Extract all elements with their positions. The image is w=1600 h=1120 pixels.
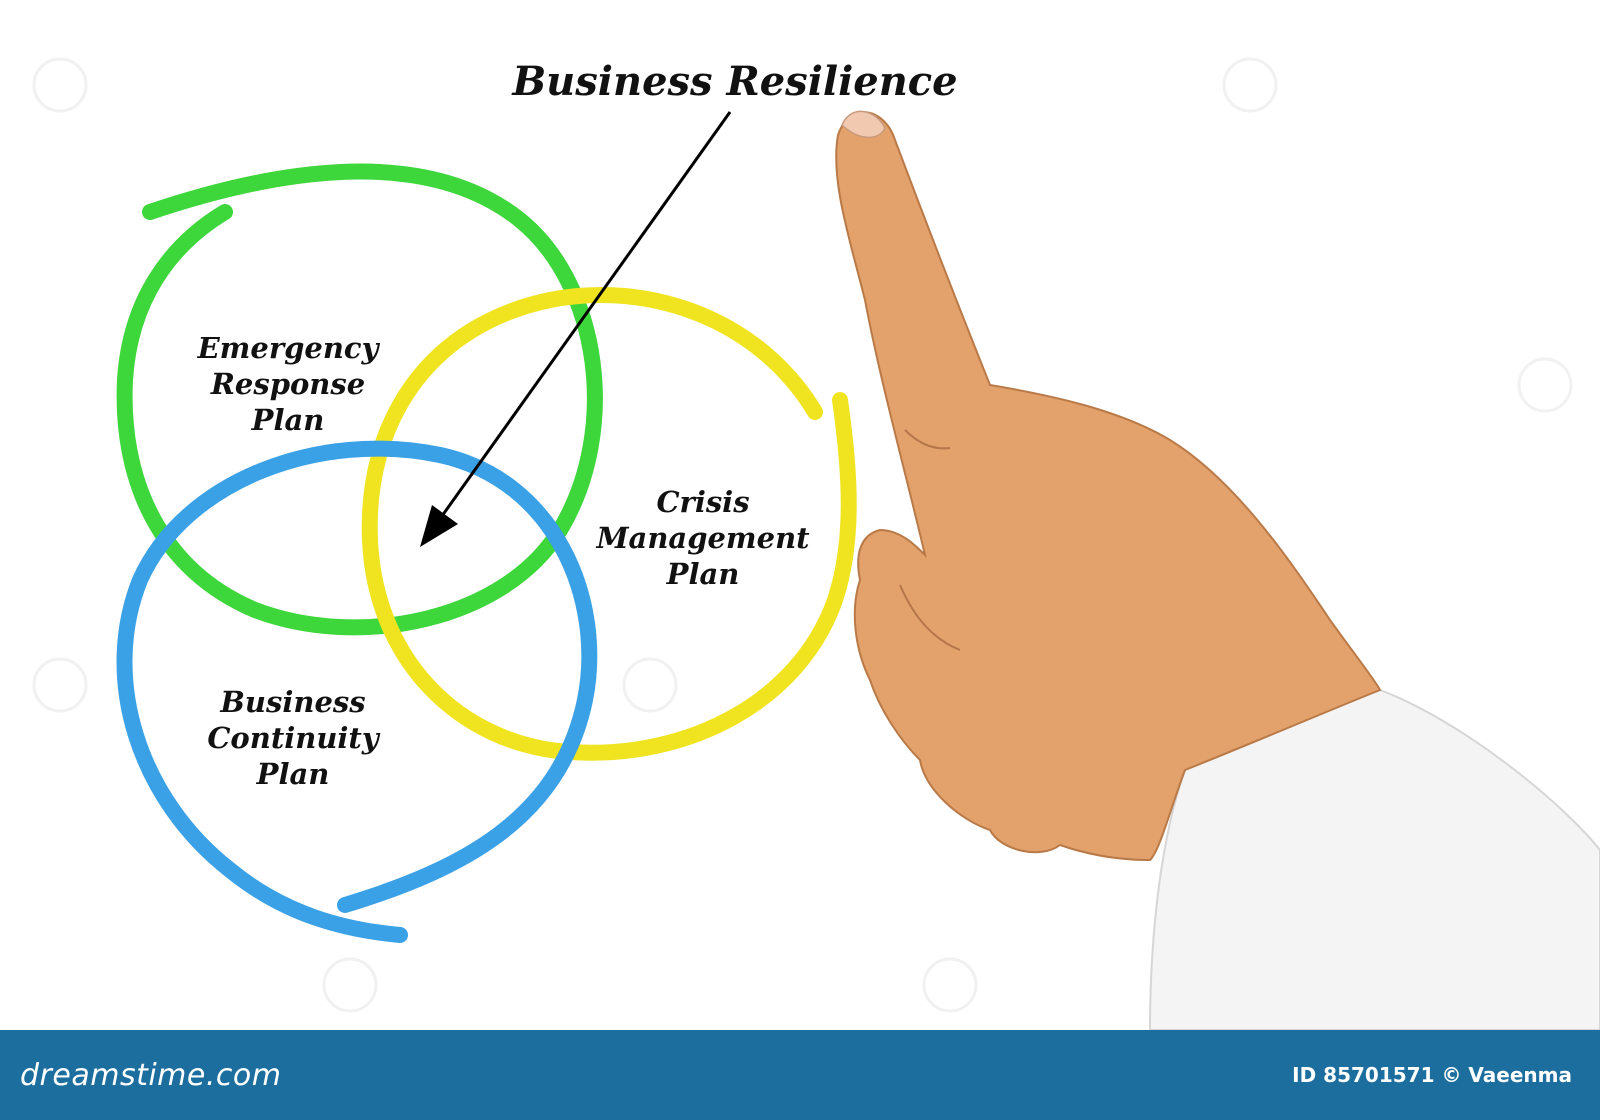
pointing-hand [835, 110, 1600, 1031]
watermark-icon [922, 957, 978, 1013]
diagram-stage: Business Resilience Emergency Response P… [32, 57, 1600, 1031]
image-credit: ID 85701571 © Vaeenma [1292, 1063, 1572, 1087]
knuckle-crease [904, 429, 951, 450]
emergency-label-line: Plan [251, 403, 325, 437]
continuity-label-line: Continuity [207, 721, 381, 755]
watermark-icon [1222, 57, 1278, 113]
crisis-label: Crisis Management Plan [595, 485, 810, 591]
diagram-title: Business Resilience [511, 58, 957, 105]
fingernail [841, 110, 886, 139]
arrow-head [420, 505, 458, 547]
continuity-label: Business Continuity Plan [207, 685, 381, 791]
emergency-label: Emergency Response Plan [197, 331, 381, 437]
crisis-label-line: Crisis [656, 485, 749, 519]
site-logo[interactable]: dreamstime.com [20, 1057, 282, 1093]
watermark-icon [322, 957, 378, 1013]
watermark-icon [32, 657, 88, 713]
thumb-crease [899, 584, 961, 651]
emergency-label-line: Emergency [197, 331, 381, 365]
continuity-circle [116, 440, 598, 943]
continuity-circle-stroke [116, 440, 598, 943]
crisis-label-line: Plan [666, 557, 740, 591]
watermark-icon [622, 657, 678, 713]
watermark-icon [1517, 357, 1573, 413]
continuity-label-line: Plan [256, 757, 330, 791]
emergency-circle-stroke [116, 163, 603, 636]
hand-shape [835, 111, 1382, 862]
arrow-shaft [430, 111, 732, 531]
watermark-icon [32, 57, 88, 113]
crisis-label-line: Management [595, 521, 810, 555]
footer-bar: dreamstime.com ID 85701571 © Vaeenma [0, 1030, 1600, 1120]
resilience-arrow [420, 111, 732, 547]
diagram-canvas: Business Resilience Emergency Response P… [32, 57, 1600, 1031]
emergency-label-line: Response [210, 367, 365, 401]
continuity-label-line: Business [219, 685, 365, 719]
emergency-circle [116, 163, 603, 636]
